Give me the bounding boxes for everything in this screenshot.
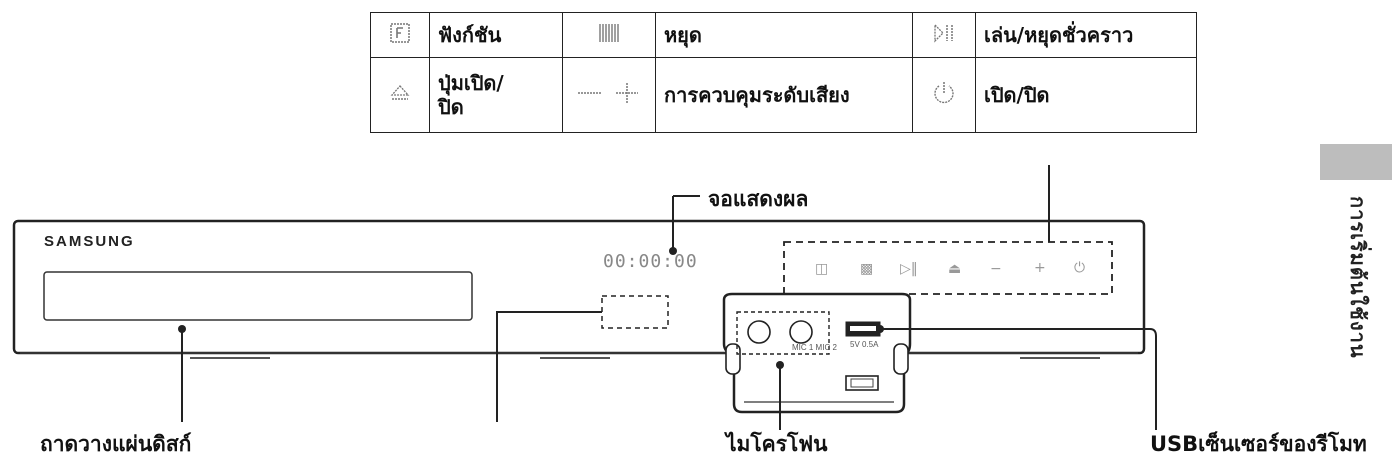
side-tab-bar [1320,144,1392,180]
volume-label: การควบคุมระดับเสียง [655,57,913,133]
flap-slot-inner [850,378,874,388]
callout-display: จอแสดงผล [708,187,809,211]
stop-label: หยุด [655,12,913,58]
play-pause-icon-cell [912,12,976,58]
play-pause-label: เล่น/หยุดชั่วคราว [975,12,1197,58]
flap-hinge [725,343,741,375]
callout-dot-tray [178,325,186,333]
eject-icon-cell [370,57,430,133]
callout-disc-tray: ถาดวางแผ่นดิสก์ [40,432,192,456]
function-label: ฟังก์ชัน [429,12,563,58]
stop-icon [599,23,619,42]
callout-microphone: ไมโครโฟน [726,432,828,456]
panel-volume-up-icon[interactable]: + [1034,260,1046,276]
usb-tag: 5V 0.5A [850,340,879,349]
panel-function-icon[interactable]: ◫ [815,261,829,277]
function-icon-cell [370,12,430,58]
panel-power-icon[interactable]: ⏻ [1074,260,1086,276]
panel-eject-icon[interactable]: ⏏ [948,261,962,277]
callout-dot-usb [876,325,884,333]
side-tab-text: การเริ่มต้นใช้งาน [1346,196,1370,359]
mic-jack-1 [747,320,771,344]
callout-usb-sensor: USBเซ็นเซอร์ของรีโมท [1150,432,1367,456]
function-table: ฟังก์ชัน หยุด เล่น/หยุดชั่วคราว [370,12,1197,133]
play-pause-icon [934,22,953,43]
mic-tag: MIC 1 MIC 2 [792,343,837,352]
panel-stop-icon[interactable]: ▩ [860,261,874,277]
flap-hinge [893,343,909,375]
mic-jack-2 [789,320,813,344]
mic-box [736,311,830,355]
power-icon [934,81,954,103]
table-row: ปุ่มเปิด/ ปิด การควบคุมระดับเสียง เปิด/ป… [370,57,1197,133]
display-digits: 00:00:00 [603,251,698,272]
panel-volume-down-icon[interactable]: − [990,261,1002,277]
table-row: ฟังก์ชัน หยุด เล่น/หยุดชั่วคราว [370,12,1197,58]
function-icon [390,22,410,43]
callout-dot-display [669,247,677,255]
eject-icon [390,84,410,100]
eject-label: ปุ่มเปิด/ ปิด [429,57,563,133]
callout-line-sensor [496,311,602,422]
brand-logo: SAMSUNG [44,233,135,250]
volume-minus-plus-icon [578,82,638,103]
callout-dot-mic [776,361,784,369]
eject-label-line2: ปิด [438,95,464,119]
power-label: เปิด/ปิด [975,57,1197,133]
usb-port-inner [850,326,876,331]
panel-play-pause-icon[interactable]: ▷‖ [900,261,918,277]
power-icon-cell [912,57,976,133]
eject-label-line1: ปุ่มเปิด/ [438,71,504,95]
disc-tray [43,271,473,321]
button-panel-box [783,241,1113,295]
callout-line-usb [880,328,1157,430]
